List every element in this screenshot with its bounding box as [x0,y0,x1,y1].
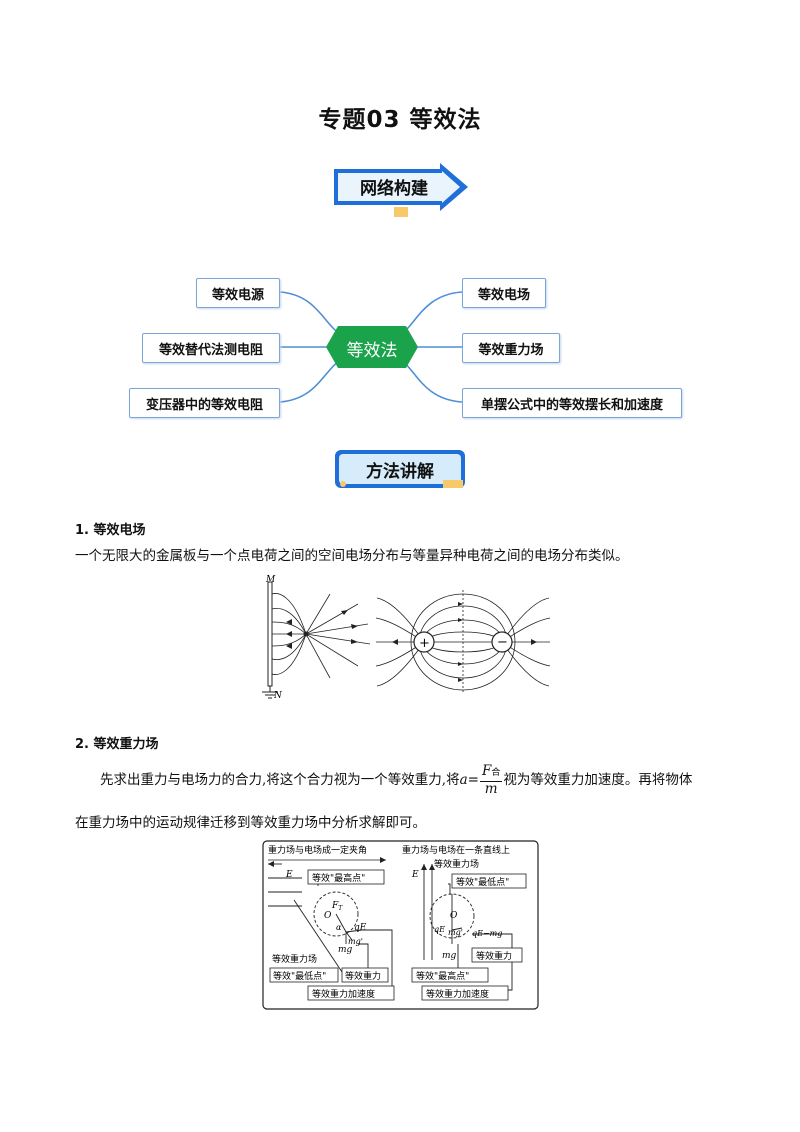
dipole-figure: + − [372,590,554,696]
right-label-mg-prime: mg' [448,928,463,937]
network-banner-label: 网络构建 [360,179,428,199]
formula-denominator: m [484,781,498,797]
right-label-qe-mg: qE−mg [472,929,502,938]
method-banner: 方法讲解 [333,446,467,492]
mindmap-node-substitution-resistance: 等效替代法测电阻 [142,333,280,363]
formula-lhs: a= [459,772,479,788]
left-box-top: 等效"最高点" [312,872,365,884]
right-panel-title-1: 重力场与电场在一条直线上 [402,844,510,856]
equivalent-gravity-frame: 重力场与电场成一定夹角 E O FT α qE mg' mg 等效"最高点" 等… [262,840,539,1010]
equivalent-gravity-diagram: 重力场与电场成一定夹角 E O FT α qE mg' mg 等效"最高点" 等… [262,840,539,1010]
right-label-qe: qE [434,925,445,934]
plate-label-m: M [265,575,276,585]
left-box-accel: 等效重力加速度 [312,988,375,1000]
section1-text: 一个无限大的金属板与一个点电荷之间的空间电场分布与等量异种电荷之间的电场分布类似… [75,548,629,564]
right-box-accel: 等效重力加速度 [426,988,489,1000]
left-label-qe: qE [354,923,367,933]
mindmap-node-transformer-resistance: 变压器中的等效电阻 [129,388,280,418]
mindmap-center: 等效法 [326,326,418,368]
method-banner-label: 方法讲解 [366,462,434,482]
left-label-ft: FT [331,901,343,912]
plate-charge-field: M N [262,575,371,701]
mindmap-node-pendulum: 单摆公式中的等效摆长和加速度 [462,388,682,418]
left-label-mg-prime: mg' [348,937,363,946]
section2-text-after: 视为等效重力加速度。再将物体 [503,772,693,788]
formula-subscript: 合 [491,768,501,778]
section2-heading: 2. 等效重力场 [75,737,159,752]
right-label-mg: mg [442,951,457,961]
dipole-minus-label: − [497,635,508,650]
left-equiv-field-label: 等效重力场 [272,953,317,965]
mindmap-node-equivalent-gravity: 等效重力场 [462,333,560,363]
left-box-low: 等效"最低点" [273,970,326,982]
section2-line2: 在重力场中的运动规律迁移到等效重力场中分析求解即可。 [75,815,426,831]
section1-heading: 1. 等效电场 [75,523,146,538]
right-panel-title-2: 等效重力场 [434,858,479,870]
mindmap-node-equivalent-source: 等效电源 [196,278,280,308]
left-label-mg: mg [338,945,353,955]
network-banner: 网络构建 [330,161,472,219]
plate-charge-figure: M N [248,574,378,702]
formula-numerator: F合 [479,764,503,782]
page-title: 专题03 等效法 [318,107,482,133]
right-label-o: O [450,911,458,921]
dipole-plus-label: + [419,636,430,651]
mindmap-center-hexagon [326,326,418,368]
section2-text-before: 先求出重力与电场力的合力,将这个合力视为一个等效重力,将 [100,772,460,788]
left-label-e: E [285,870,293,880]
left-label-o: O [324,911,332,921]
network-banner-arrow [334,163,468,217]
left-panel-title: 重力场与电场成一定夹角 [268,844,367,856]
right-box-low: 等效"最低点" [456,876,509,888]
left-label-alpha: α [336,923,342,932]
dipole-field: + − [375,590,551,694]
mindmap-center-label: 等效法 [346,341,398,361]
left-box-gravity: 等效重力 [345,970,381,982]
right-label-e: E [411,870,419,880]
right-box-gravity: 等效重力 [476,950,512,962]
mindmap-node-equivalent-field: 等效电场 [462,278,546,308]
method-banner-frame [335,450,465,488]
right-box-high: 等效"最高点" [416,970,469,982]
plate-label-n: N [273,691,283,701]
